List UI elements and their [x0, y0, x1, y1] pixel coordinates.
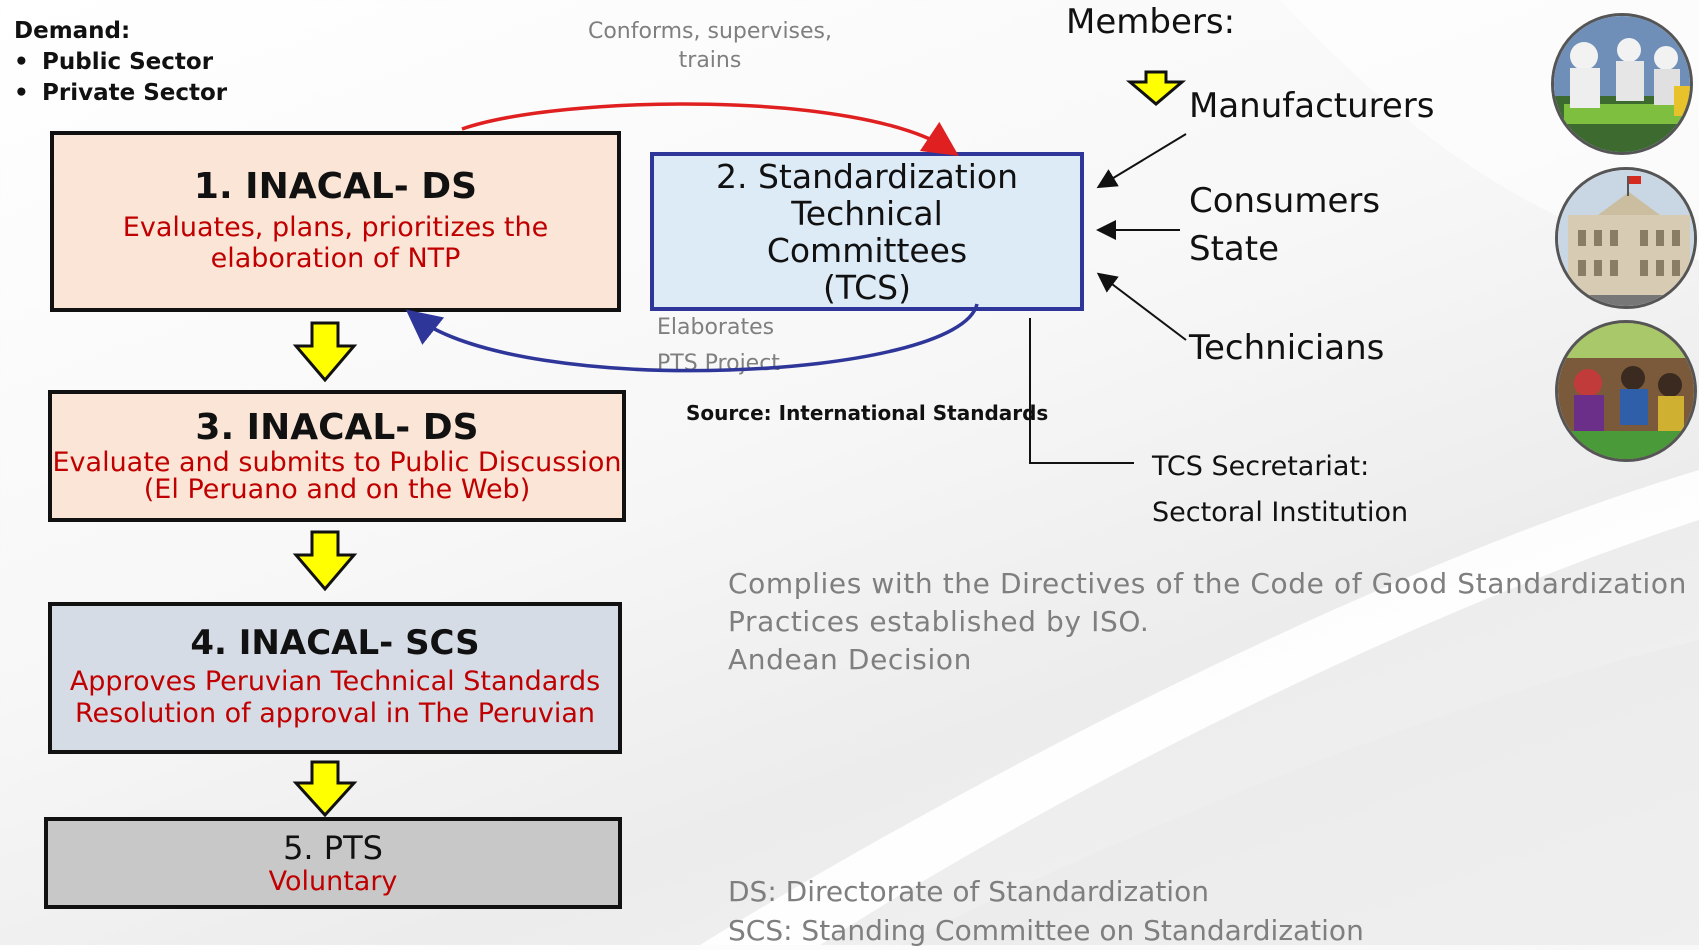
members-down-arrow [1125, 70, 1187, 106]
step3-title: 3. INACAL- DS [195, 407, 479, 449]
members-title: Members: [1066, 2, 1236, 42]
factory-workers-photo [1551, 13, 1693, 155]
abbr-ds: DS: Directorate of Standardization [728, 875, 1209, 908]
member-manufacturers: Manufacturers [1189, 86, 1435, 126]
source-label: Source: International Standards [686, 401, 1049, 425]
step3-sub2: (El Peruano and on the Web) [143, 473, 531, 505]
complies-note: Complies with the Directives of the Code… [728, 567, 1687, 676]
demand-item-private: •Private Sector [14, 80, 228, 106]
step2-tcs-box: 2. Standardization Technical Committees … [650, 152, 1084, 311]
step4-sub1: Approves Peruvian Technical Standards [69, 665, 601, 697]
step1-sub1: Evaluates, plans, prioritizes the [122, 211, 549, 243]
step4-sub2: Resolution of approval in The Peruvian [74, 697, 595, 729]
abbr-scs: SCS: Standing Committee on Standardizati… [728, 914, 1364, 947]
market-photo [1555, 320, 1697, 462]
demand-title: Demand: [14, 18, 131, 44]
member-state: State [1189, 229, 1279, 269]
member-consumers: Consumers [1189, 181, 1381, 221]
down-arrow-2 [292, 530, 358, 592]
down-arrow-1 [292, 321, 358, 383]
step1-sub2: elaboration of NTP [210, 243, 461, 275]
step2-line2: Committees [766, 230, 968, 270]
step1-inacal-ds-box: 1. INACAL- DS Evaluates, plans, prioriti… [50, 131, 621, 312]
secretariat-block: TCS Secretariat: Sectoral Institution [1152, 444, 1408, 536]
step4-title: 4. INACAL- SCS [190, 623, 480, 664]
step3-inacal-ds-box: 3. INACAL- DS Evaluate and submits to Pu… [48, 390, 626, 522]
step4-inacal-scs-box: 4. INACAL- SCS Approves Peruvian Technic… [48, 602, 622, 754]
secretariat-connector [1029, 318, 1134, 464]
step2-line3: (TCS) [823, 267, 911, 307]
abbreviations-legend: DS: Directorate of Standardization SCS: … [728, 872, 1364, 950]
demand-item-public: •Public Sector [14, 49, 214, 75]
member-technicians: Technicians [1189, 328, 1385, 368]
top-arrow-label: Conforms, supervises, trains [587, 19, 833, 73]
step2-line1: 2. Standardization Technical [715, 156, 1019, 233]
manufacturers-arrow [1096, 133, 1187, 189]
government-palace-photo [1555, 167, 1697, 309]
technicians-arrow [1096, 272, 1187, 341]
demand-block: Demand: •Public Sector •Private Sector [14, 16, 227, 109]
step3-sub1: Evaluate and submits to Public Discussio… [52, 446, 622, 478]
down-arrow-3 [292, 760, 358, 818]
step5-pts-box: 5. PTS Voluntary [44, 817, 622, 909]
step1-title: 1. INACAL- DS [193, 165, 478, 207]
step5-title: 5. PTS [283, 829, 383, 867]
step5-sub: Voluntary [268, 866, 398, 897]
secretariat-line1: TCS Secretariat: [1152, 451, 1370, 482]
secretariat-line2: Sectoral Institution [1152, 497, 1409, 528]
bottom-arrow-label: Elaborates PTS Project [657, 315, 780, 376]
